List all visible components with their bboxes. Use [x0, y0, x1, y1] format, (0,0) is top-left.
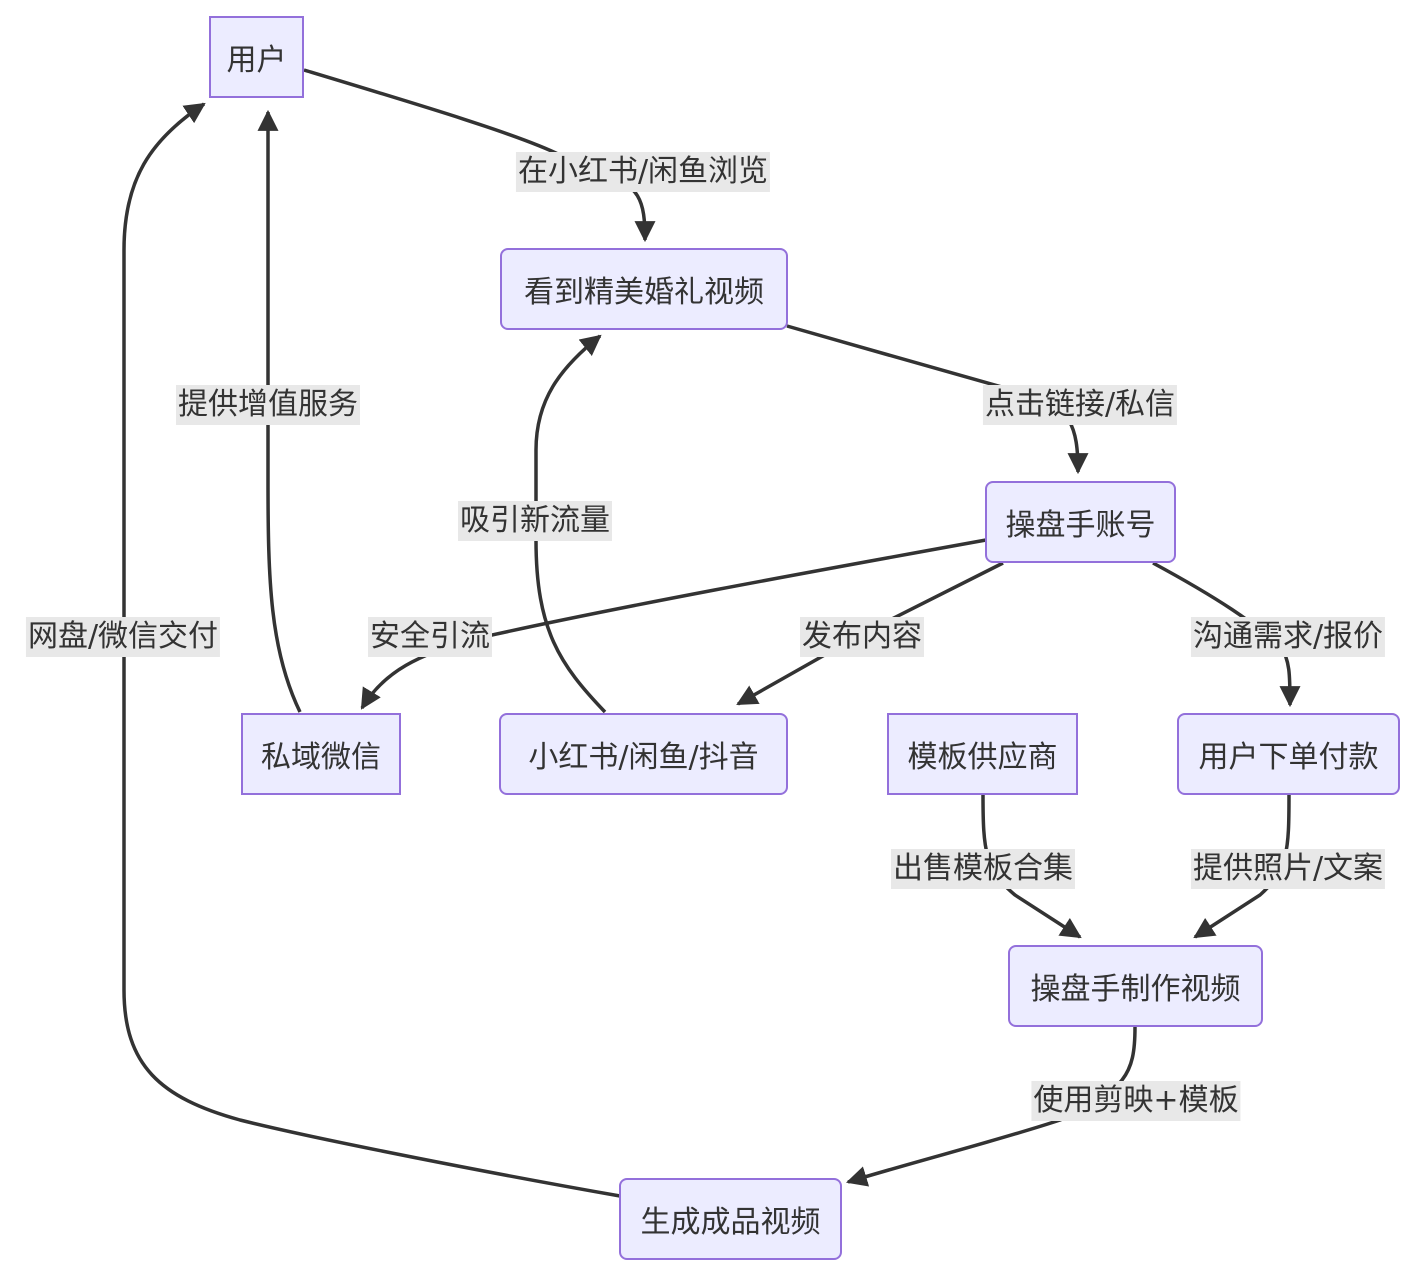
edge-label-safe: 安全引流	[368, 617, 492, 657]
edge-final-to-user	[122, 102, 621, 1198]
node-supplier: 模板供应商	[887, 713, 1078, 795]
edge-label-capcut: 使用剪映+模板	[1031, 1081, 1241, 1121]
edge-label-sell: 出售模板合集	[891, 849, 1075, 889]
node-wechat: 私域微信	[241, 713, 401, 795]
edge-operator-to-wechat	[360, 538, 987, 710]
edge-label-browse: 在小红书/闲鱼浏览	[515, 152, 771, 192]
edge-make-to-final	[845, 1026, 1137, 1187]
edge-label-click: 点击链接/私信	[982, 385, 1178, 425]
edge-wechat-to-user	[257, 109, 302, 713]
node-final: 生成成品视频	[619, 1178, 842, 1260]
node-user: 用户	[209, 16, 304, 98]
edge-label-value-added: 提供增值服务	[176, 385, 360, 425]
edge-label-photos: 提供照片/文案	[1190, 849, 1386, 889]
edge-label-quote: 沟通需求/报价	[1190, 617, 1386, 657]
edge-label-publish: 发布内容	[800, 617, 924, 657]
node-video: 看到精美婚礼视频	[500, 248, 788, 330]
edge-label-delivery: 网盘/微信交付	[25, 617, 221, 657]
node-order: 用户下单付款	[1177, 713, 1400, 795]
node-operator: 操盘手账号	[985, 481, 1176, 563]
node-platforms: 小红书/闲鱼/抖音	[499, 713, 788, 795]
edge-label-attract: 吸引新流量	[458, 501, 612, 541]
node-make: 操盘手制作视频	[1008, 945, 1263, 1027]
edge-user-to-video	[303, 68, 656, 243]
